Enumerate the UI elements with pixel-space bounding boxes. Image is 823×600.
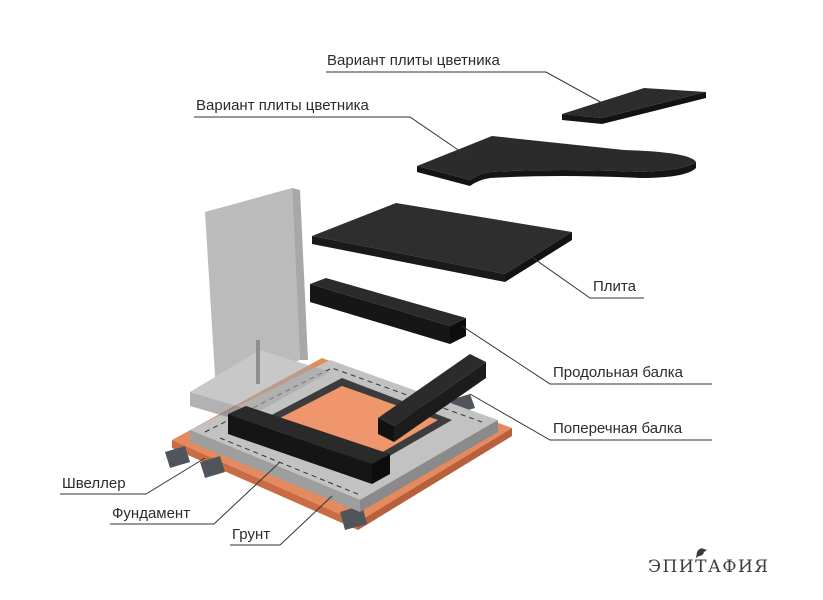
bird-icon — [696, 548, 707, 558]
label-channel: Швеллер — [62, 475, 126, 492]
label-slab: Плита — [593, 278, 637, 295]
front-beam — [228, 406, 390, 484]
transverse-beam — [378, 354, 486, 442]
label-flowerbed-variant-2: Вариант плиты цветника — [196, 97, 369, 114]
flowerbed-slab-narrow — [562, 88, 706, 124]
label-transverse-beam: Поперечная балка — [553, 420, 683, 437]
label-foundation: Фундамент — [112, 505, 190, 522]
leader-lines — [60, 71, 712, 546]
label-flowerbed-variant-1: Вариант плиты цветника — [327, 52, 500, 69]
brand-name: ЭПИТАФИЯ — [648, 557, 770, 577]
label-longitudinal-beam: Продольная балка — [553, 364, 684, 381]
label-ground: Грунт — [232, 526, 270, 543]
brand-logo: ЭПИТАФИЯ — [648, 548, 770, 577]
flowerbed-slab-curved — [417, 136, 696, 186]
slab — [312, 203, 572, 282]
longitudinal-beam — [310, 278, 466, 344]
